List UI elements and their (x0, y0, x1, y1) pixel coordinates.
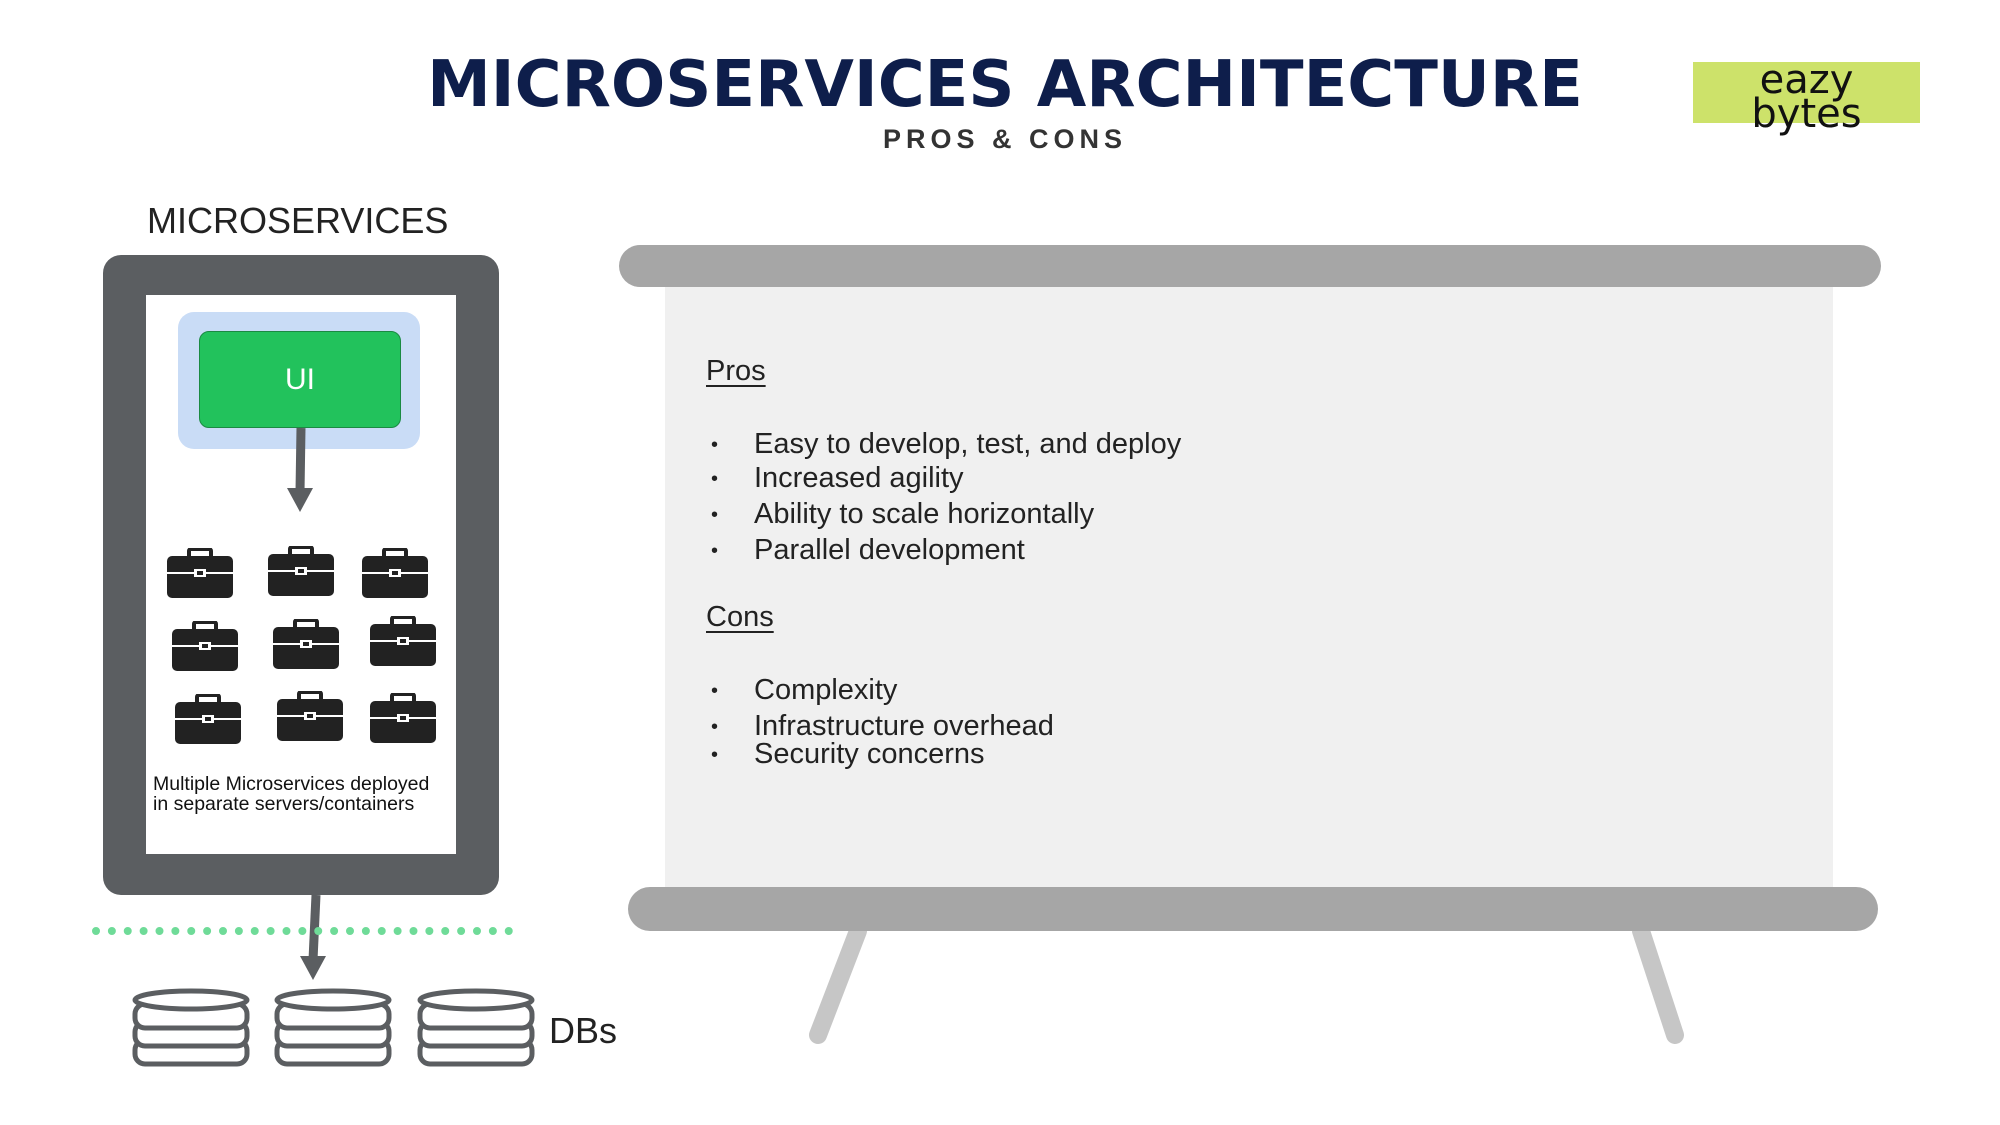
pros-item: • Ability to scale horizontally (711, 497, 1094, 532)
bullet: • (711, 680, 719, 703)
microservices-label: MICROSERVICES (147, 200, 449, 241)
microservice-briefcase-icon (167, 547, 233, 598)
bullet: • (711, 744, 719, 767)
cons-item-text: Complexity (754, 674, 898, 706)
bullet: • (711, 434, 719, 457)
microservices-caption: Multiple Microservices deployed in separ… (153, 774, 429, 814)
logo-line1: eazy (1759, 57, 1854, 103)
cons-item-text: Security concerns (754, 738, 985, 770)
bullet: • (711, 716, 719, 739)
pros-item: • Parallel development (711, 533, 1025, 568)
board-bottom-bar (628, 887, 1878, 931)
microservice-briefcase-icon (370, 615, 436, 666)
ui-box: UI (199, 331, 401, 428)
page-subtitle: PROS & CONS (882, 124, 1128, 154)
microservice-briefcase-icon (175, 693, 241, 744)
pros-heading: Pros (706, 355, 766, 387)
ui-label: UI (285, 362, 315, 396)
microservice-briefcase-icon (370, 692, 436, 743)
cons-heading: Cons (706, 601, 774, 633)
cons-item-text: Infrastructure overhead (754, 710, 1054, 742)
pros-item-text: Increased agility (754, 462, 964, 494)
presentation-board (665, 287, 1833, 887)
boundary-dotted-line (92, 927, 513, 935)
caption-line1: Multiple Microservices deployed (153, 773, 430, 795)
microservice-briefcase-icon (273, 618, 339, 669)
database-icon (417, 988, 535, 1068)
pros-item: • Increased agility (711, 461, 964, 496)
bullet: • (711, 468, 719, 491)
cons-item: • Complexity (711, 673, 897, 708)
database-icon (132, 988, 250, 1068)
board-legs (809, 922, 1684, 1044)
logo-line2: bytes (1751, 91, 1862, 137)
caption-line2: in separate servers/containers (153, 793, 415, 815)
pros-item-text: Easy to develop, test, and deploy (754, 428, 1182, 460)
arrow-services-to-dbs-icon (300, 894, 326, 980)
eazybytes-logo: eazy bytes (1693, 57, 1920, 134)
pros-item-text: Parallel development (754, 534, 1025, 566)
pros-item-text: Ability to scale horizontally (754, 498, 1095, 530)
page-title: MICROSERVICES ARCHITECTURE (427, 48, 1583, 122)
pros-item: • Easy to develop, test, and deploy (711, 427, 1181, 462)
cons-item: • Security concerns (711, 737, 985, 772)
dbs-label: DBs (549, 1010, 618, 1051)
microservice-briefcase-icon (268, 545, 334, 596)
microservice-briefcase-icon (362, 547, 428, 598)
arrow-ui-to-services-icon (287, 427, 313, 512)
bullet: • (711, 540, 719, 563)
microservice-briefcase-icon (172, 620, 238, 671)
database-icon (274, 988, 392, 1068)
bullet: • (711, 504, 719, 527)
cons-item: • Infrastructure overhead (711, 709, 1054, 744)
board-top-bar (619, 245, 1881, 287)
microservice-briefcase-icon (277, 690, 343, 741)
